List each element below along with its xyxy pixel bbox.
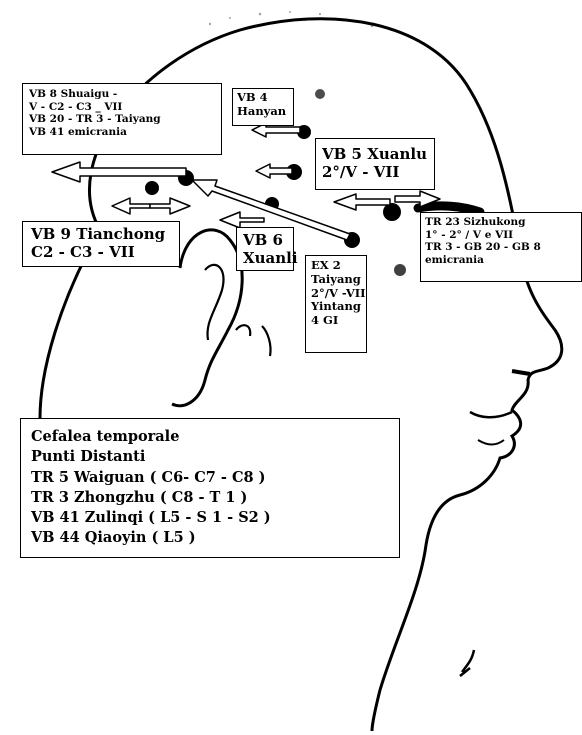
ex2-line-1: EX 2 xyxy=(311,259,361,273)
distal-line-2: Punti Distanti xyxy=(31,447,389,467)
vb8-line-3: VB 20 - TR 3 - Taiyang xyxy=(29,113,215,126)
jaw-mark xyxy=(262,326,271,356)
tr23-line-1: TR 23 Sizhukong xyxy=(425,216,577,229)
ear-inner xyxy=(205,265,224,340)
vb4-line-1: VB 4 xyxy=(237,91,289,105)
point-vb4 xyxy=(315,89,325,99)
vb8-line-4: VB 41 emicrania xyxy=(29,126,215,139)
ex2-line-2: Taiyang xyxy=(311,273,361,287)
label-vb4-hanyan: VB 4 Hanyan xyxy=(232,88,294,126)
distal-line-3: TR 5 Waiguan ( C6- C7 - C8 ) xyxy=(31,468,389,488)
ex2-line-4: Yintang xyxy=(311,300,361,314)
label-vb9-tianchong: VB 9 Tianchong C2 - C3 - VII xyxy=(22,221,180,267)
distal-line-5: VB 41 Zulinqi ( L5 - S 1 - S2 ) xyxy=(31,508,389,528)
label-vb8-shuaigu: VB 8 Shuaigu - V - C2 - C3 _ VII VB 20 -… xyxy=(22,83,222,155)
arrow-tr23 xyxy=(334,194,390,210)
tr23-line-3: TR 3 - GB 20 - GB 8 xyxy=(425,241,577,254)
vb6-line-2: Xuanli xyxy=(243,249,287,267)
nostril xyxy=(512,371,530,374)
ear-outline xyxy=(172,230,242,406)
ear-lobe-mark xyxy=(236,325,250,336)
label-vb5-xuanlu: VB 5 Xuanlu 2°/V - VII xyxy=(315,138,435,190)
vb9-line-2: C2 - C3 - VII xyxy=(31,243,171,261)
ex2-line-3: 2°/V -VII xyxy=(311,287,361,301)
arrow-vb9-right xyxy=(150,198,190,214)
distal-points-panel: Cefalea temporale Punti Distanti TR 5 Wa… xyxy=(20,418,400,558)
vb5-line-2: 2°/V - VII xyxy=(322,163,428,181)
vb6-line-1: VB 6 xyxy=(243,231,287,249)
tr23-line-2: 1° - 2° / V e VII xyxy=(425,229,577,242)
label-tr23-sizhukong: TR 23 Sizhukong 1° - 2° / V e VII TR 3 -… xyxy=(420,212,582,282)
vb5-line-1: VB 5 Xuanlu xyxy=(322,145,428,163)
mouth xyxy=(470,412,512,417)
tr23-line-4: emicrania xyxy=(425,254,577,267)
distal-line-4: TR 3 Zhongzhu ( C8 - T 1 ) xyxy=(31,488,389,508)
arrow-vb6 xyxy=(220,212,264,228)
distal-line-1: Cefalea temporale xyxy=(31,427,389,447)
vb9-line-1: VB 9 Tianchong xyxy=(31,225,171,243)
label-ex2-taiyang: EX 2 Taiyang 2°/V -VII Yintang 4 GI xyxy=(305,255,367,353)
arrow-vb9-left xyxy=(112,198,150,214)
chin-mark xyxy=(460,650,474,676)
ex2-line-5: 4 GI xyxy=(311,314,361,328)
vb8-line-1: VB 8 Shuaigu - xyxy=(29,88,215,101)
point-vb8-b xyxy=(145,181,159,195)
vb8-line-2: V - C2 - C3 _ VII xyxy=(29,101,215,114)
arrow-vb8 xyxy=(52,162,186,182)
label-vb6-xuanli: VB 6 Xuanli xyxy=(236,227,294,271)
arrow-vb5 xyxy=(256,164,292,178)
lip-line xyxy=(478,440,504,445)
vb4-line-2: Hanyan xyxy=(237,105,289,119)
neck-front-line xyxy=(372,560,402,700)
point-lower xyxy=(394,264,406,276)
distal-line-6: VB 44 Qiaoyin ( L5 ) xyxy=(31,528,389,548)
